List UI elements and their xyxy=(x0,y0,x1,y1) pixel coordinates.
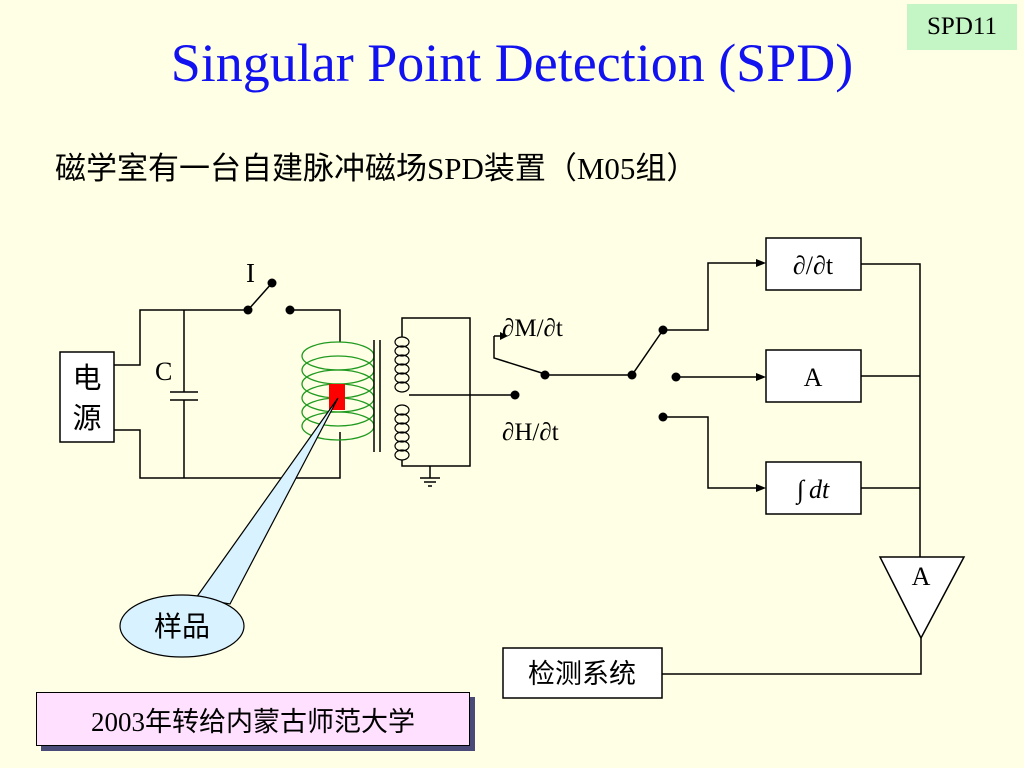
integral-symbol: ∫ xyxy=(795,475,806,505)
pickup-coil-lower xyxy=(394,404,410,461)
integral-label: ∫dt xyxy=(795,475,830,505)
integral-variable: dt xyxy=(809,475,830,504)
switch-label: I xyxy=(246,258,255,288)
footer-note: 2003年转给内蒙古师范大学 xyxy=(36,692,470,746)
sample-callout xyxy=(119,594,245,658)
output-bus xyxy=(662,263,922,675)
transformer-core xyxy=(373,340,381,452)
power-supply-label-1: 电 xyxy=(72,362,101,395)
switch-i xyxy=(243,278,295,315)
sample-label: 样品 xyxy=(154,611,210,643)
subtitle: 磁学室有一台自建脉冲磁场SPD装置（M05组） xyxy=(55,151,698,186)
primary-circuit-wires xyxy=(114,309,341,479)
pickup-coil-upper xyxy=(394,336,410,393)
branch-arrows xyxy=(756,259,766,492)
dh-dt-terminal xyxy=(510,390,520,400)
page-title: Singular Point Detection (SPD) xyxy=(170,33,854,93)
derivative-box xyxy=(765,237,862,291)
detection-system-label: 检测系统 xyxy=(528,659,636,689)
dm-dt-arrow xyxy=(494,332,508,340)
integral-box xyxy=(765,461,862,515)
power-supply-label-2: 源 xyxy=(72,402,101,435)
detection-system-box xyxy=(502,647,663,699)
dm-dt-label: ∂M/∂t xyxy=(502,315,563,342)
sample-callout-pointer xyxy=(194,397,339,605)
amplitude-label: A xyxy=(804,363,823,392)
derivative-label: ∂/∂t xyxy=(793,251,834,280)
amplifier xyxy=(878,556,966,640)
amplifier-label: A xyxy=(912,562,931,591)
branch-wires xyxy=(663,262,760,489)
amplitude-box xyxy=(765,349,862,403)
pickup-wires xyxy=(401,317,546,487)
capacitor xyxy=(170,391,198,401)
selector-switch xyxy=(545,325,681,422)
sample-marker xyxy=(329,384,345,410)
slide-tag: SPD11 xyxy=(907,4,1017,50)
power-supply-box xyxy=(59,351,115,443)
dh-dt-label: ∂H/∂t xyxy=(502,419,559,446)
capacitor-label: C xyxy=(155,357,172,386)
